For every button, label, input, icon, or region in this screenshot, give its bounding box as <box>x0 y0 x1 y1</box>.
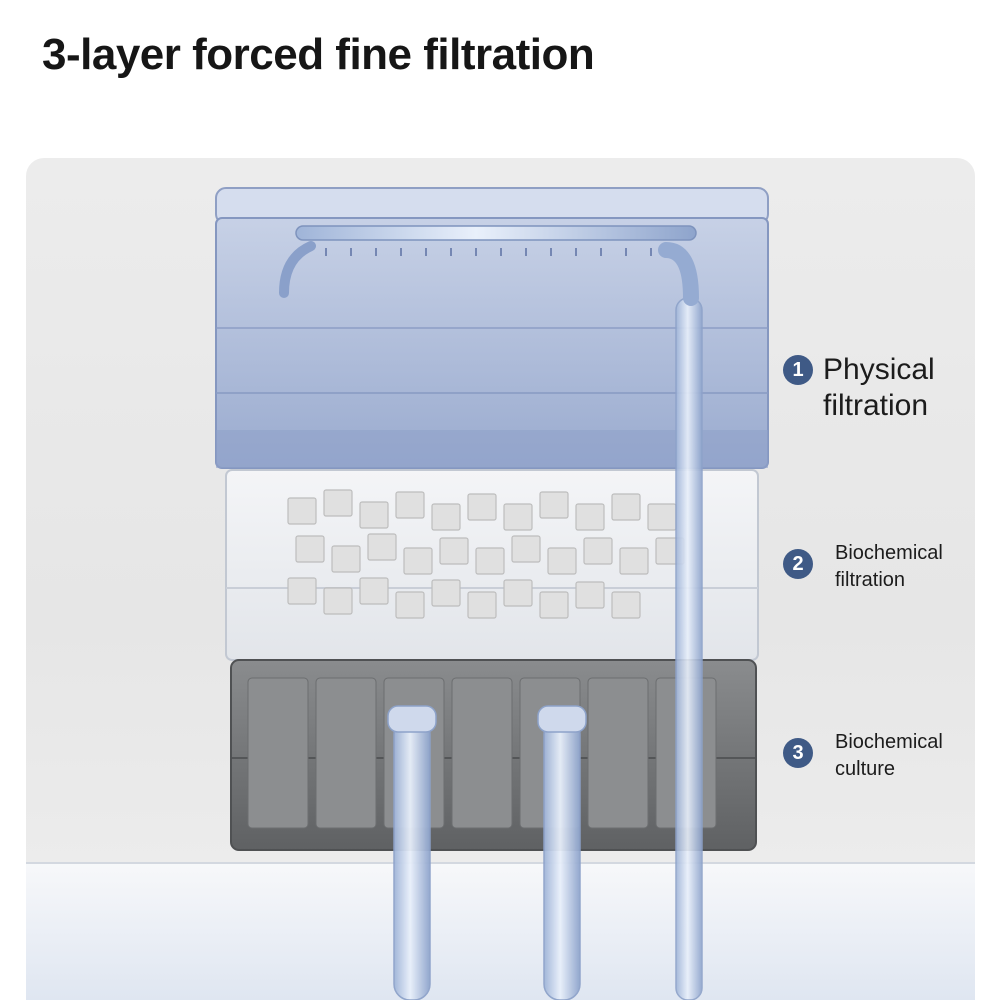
aquarium-water <box>26 863 975 1000</box>
layer-2-callout: 2 Biochemical filtration <box>783 540 943 594</box>
layer-3-label: Biochemical culture <box>835 729 943 783</box>
filter-product-photo <box>26 158 975 1000</box>
layer-1-callout: 1 Physical filtration <box>783 352 935 424</box>
filter-illustration <box>26 187 975 1000</box>
layer-2-number-badge: 2 <box>783 549 813 579</box>
layer-3-label-line1: Biochemical <box>835 731 943 753</box>
layer-3-callout: 3 Biochemical culture <box>783 729 943 783</box>
layer-2-label: Biochemical filtration <box>835 540 943 594</box>
layer-3-label-line2: culture <box>835 758 896 780</box>
layer-2-label-line2: filtration <box>835 569 906 591</box>
layer-1-label: Physical filtration <box>823 352 935 424</box>
layer-1-label-line2: filtration <box>823 389 929 422</box>
layer-1-number-badge: 1 <box>783 355 813 385</box>
page-title: 3-layer forced fine filtration <box>42 30 595 79</box>
layer-3-number-badge: 3 <box>783 738 813 768</box>
bio-media-cubes <box>287 489 685 619</box>
layer-2-label-line1: Biochemical <box>835 542 943 564</box>
outlet-pipe <box>658 242 703 1000</box>
layer-1-label-line1: Physical <box>823 353 935 386</box>
intake-pipes <box>387 705 587 1000</box>
